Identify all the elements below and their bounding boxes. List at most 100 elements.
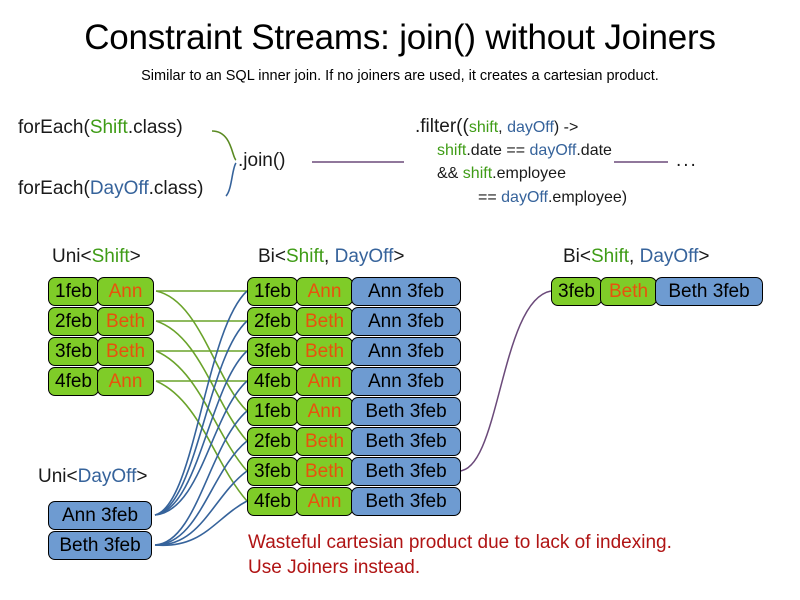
foreach-dayoff-prefix: forEach( — [18, 178, 90, 199]
bi-shift-date-cell: 3feb — [247, 337, 298, 366]
table-row[interactable]: 2feb Beth Ann 3feb — [247, 307, 461, 336]
bi-shift-date-text: 3feb — [254, 461, 291, 482]
code-filter-line4: == dayOff.employee) — [478, 189, 627, 207]
uni-shift-close: > — [129, 246, 141, 267]
shift-employee-cell: Beth — [97, 307, 154, 336]
bi-dayoff-fact-cell: Beth 3feb — [351, 457, 461, 486]
filtered-shift-date-text: 3feb — [558, 281, 595, 302]
code-join-call: .join() — [238, 150, 286, 171]
shift-employee-text: Beth — [105, 311, 146, 332]
filter-l3-and: && — [437, 165, 463, 182]
filtered-shift-employee-cell: Beth — [600, 277, 657, 306]
table-row[interactable]: 3feb Beth Beth 3feb — [247, 457, 461, 486]
list-item[interactable]: Ann 3feb — [48, 501, 152, 530]
foreach-dayoff-type: DayOff — [89, 178, 149, 199]
bi-shift-employee-cell: Ann — [296, 397, 353, 426]
filter-param-dayoff: dayOff — [507, 119, 554, 136]
bi-shift-date-text: 1feb — [254, 401, 291, 422]
bi-shift-date-text: 2feb — [254, 311, 291, 332]
bi-shift-employee-text: Beth — [304, 341, 345, 362]
bi-shift-date-cell: 3feb — [247, 457, 298, 486]
foreach-shift-prefix: forEach( — [18, 117, 90, 138]
shift-employee-text: Ann — [108, 371, 143, 392]
filtered-shift-date-cell: 3feb — [551, 277, 602, 306]
shift-employee-text: Ann — [108, 281, 143, 302]
label-bi-cartesian: Bi<Shift, DayOff> — [258, 246, 404, 268]
bi-right-type2: DayOff — [639, 246, 699, 267]
filter-l4-dayoff: dayOff — [501, 189, 548, 206]
table-row[interactable]: 2feb Beth Beth 3feb — [247, 427, 461, 456]
table-row[interactable]: 4feb Ann — [48, 367, 154, 396]
bi-shift-date-text: 2feb — [254, 431, 291, 452]
table-row[interactable]: 1feb Ann Ann 3feb — [247, 277, 461, 306]
shift-date-text: 4feb — [55, 371, 92, 392]
bi-dayoff-fact-text: Ann 3feb — [367, 341, 445, 362]
bi-dayoff-fact-cell: Beth 3feb — [351, 397, 461, 426]
bi-mid-type1: Shift — [286, 246, 325, 267]
bi-dayoff-fact-cell: Ann 3feb — [351, 337, 461, 366]
foreach-shift-type: Shift — [89, 117, 128, 138]
label-uni-dayoff: Uni<DayOff> — [38, 466, 148, 488]
warning-line-1: Wasteful cartesian product due to lack o… — [248, 532, 672, 553]
table-row[interactable]: 1feb Ann Beth 3feb — [247, 397, 461, 426]
bi-shift-employee-text: Ann — [307, 491, 342, 512]
bi-shift-employee-text: Ann — [307, 281, 342, 302]
bi-shift-date-cell: 2feb — [247, 307, 298, 336]
bi-mid-close: > — [393, 246, 405, 267]
warning-line-2: Use Joiners instead. — [248, 557, 421, 578]
code-foreach-dayoff: forEach(DayOff.class) — [18, 178, 204, 200]
uni-dayoff-close: > — [136, 466, 148, 487]
bi-shift-employee-cell: Ann — [296, 487, 353, 516]
filter-l3-shift: shift — [462, 165, 493, 182]
dayoff-fact-cell: Beth 3feb — [48, 531, 152, 560]
dayoff-fact-text: Beth 3feb — [59, 535, 141, 556]
table-row[interactable]: 4feb Ann Ann 3feb — [247, 367, 461, 396]
bi-shift-employee-text: Beth — [304, 431, 345, 452]
filter-open: .filter(( — [415, 116, 469, 137]
shift-date-cell: 3feb — [48, 337, 99, 366]
table-row[interactable]: 3feb Beth Ann 3feb — [247, 337, 461, 366]
bi-shift-employee-cell: Beth — [296, 457, 353, 486]
bi-right-comma: , — [629, 246, 640, 267]
shift-date-text: 1feb — [55, 281, 92, 302]
bi-shift-employee-text: Beth — [304, 461, 345, 482]
table-row[interactable]: 1feb Ann — [48, 277, 154, 306]
bi-dayoff-fact-cell: Ann 3feb — [351, 367, 461, 396]
bi-shift-employee-cell: Beth — [296, 337, 353, 366]
filter-l2-shift: shift — [437, 142, 467, 159]
filter-l4-eq: == — [478, 189, 502, 206]
shift-employee-text: Beth — [105, 341, 146, 362]
bi-shift-date-text: 3feb — [254, 341, 291, 362]
bi-dayoff-fact-text: Ann 3feb — [367, 371, 445, 392]
table-row[interactable]: 4feb Ann Beth 3feb — [247, 487, 461, 516]
uni-shift-type: Shift — [91, 246, 130, 267]
shift-date-text: 2feb — [55, 311, 92, 332]
bi-shift-date-cell: 1feb — [247, 277, 298, 306]
bi-shift-employee-cell: Ann — [296, 367, 353, 396]
code-filter-line1: .filter((shift, dayOff) -> — [415, 116, 578, 138]
filter-arrow: ) -> — [553, 119, 579, 136]
bi-shift-date-cell: 4feb — [247, 367, 298, 396]
filter-l3-end: .employee — [492, 165, 566, 182]
bi-dayoff-fact-cell: Beth 3feb — [351, 487, 461, 516]
shift-employee-cell: Beth — [97, 337, 154, 366]
bi-shift-employee-cell: Ann — [296, 277, 353, 306]
code-ellipsis: ... — [676, 150, 698, 171]
label-bi-filtered: Bi<Shift, DayOff> — [563, 246, 709, 268]
code-filter-line3: && shift.employee — [437, 165, 566, 183]
label-uni-shift: Uni<Shift> — [52, 246, 141, 268]
bi-right-type1: Shift — [591, 246, 630, 267]
shift-date-cell: 1feb — [48, 277, 99, 306]
table-row[interactable]: 2feb Beth — [48, 307, 154, 336]
list-item[interactable]: Beth 3feb — [48, 531, 152, 560]
uni-shift-generic: Uni< — [52, 246, 92, 267]
shift-date-text: 3feb — [55, 341, 92, 362]
bi-mid-type2: DayOff — [334, 246, 394, 267]
dayoff-fact-text: Ann 3feb — [61, 505, 139, 526]
page-title: Constraint Streams: join() without Joine… — [84, 18, 716, 57]
bi-shift-date-cell: 2feb — [247, 427, 298, 456]
table-row[interactable]: 3feb Beth — [48, 337, 154, 366]
table-row[interactable]: 3feb Beth Beth 3feb — [551, 277, 763, 306]
bi-dayoff-fact-text: Beth 3feb — [365, 401, 447, 422]
